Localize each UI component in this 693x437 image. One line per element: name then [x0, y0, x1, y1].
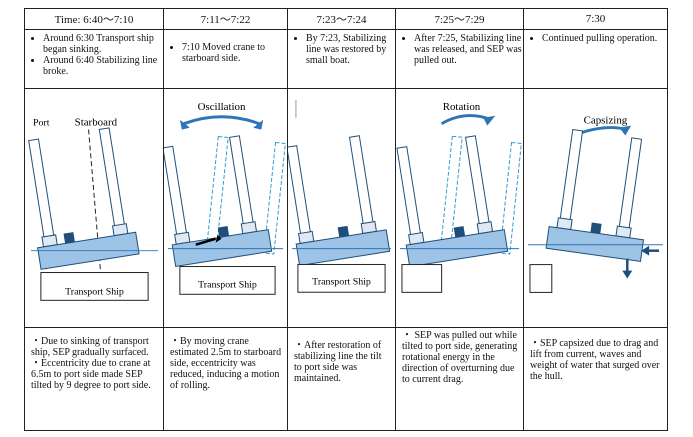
- oscillation-arrowhead-left: [179, 119, 190, 130]
- figure-stage-4: Rotation: [396, 101, 522, 293]
- oscillation-label: Oscillation: [198, 101, 246, 113]
- desc-cell-1: ・Due to sinking of transport ship, SEP g…: [24, 327, 164, 431]
- figure-cell-2: Oscillation: [163, 88, 288, 328]
- crane-move-arrow: [195, 237, 216, 246]
- figure-stage-3: Transport Ship: [288, 100, 392, 293]
- desc-line: ・Due to sinking of transport ship, SEP g…: [31, 336, 149, 358]
- crane-icon: [63, 232, 75, 244]
- time-cell-4: 7:25～7:29: [395, 8, 524, 30]
- port-label: Port: [33, 118, 50, 129]
- crane-icon: [217, 226, 230, 238]
- crane-icon: [337, 225, 350, 238]
- ghost-leg: [499, 141, 522, 255]
- figure-stage-5: Capsizing: [527, 115, 664, 293]
- desc-cell-3: ・After restoration of stabilizing line t…: [287, 327, 396, 431]
- ship-label: Transport Ship: [312, 276, 371, 287]
- rotation-arrowhead: [483, 115, 496, 126]
- timeline-table: Time: 6:40～7:10 7:11～7:22 7:23～7:24 7:25…: [24, 8, 668, 431]
- transport-ship: [401, 264, 443, 293]
- figure-cell-5: Capsizing: [523, 88, 668, 328]
- note-item: Around 6:30 Transport ship began sinking…: [43, 33, 163, 55]
- capsizing-arrowhead: [619, 125, 632, 136]
- note-item: After 7:25, Stabilizing line was release…: [414, 33, 523, 66]
- notes-row: Around 6:30 Transport ship began sinking…: [24, 29, 668, 89]
- desc-cell-4: ・ SEP was pulled out while tilted to por…: [395, 327, 524, 431]
- desc-line: ・By moving crane estimated 2.5m to starb…: [170, 336, 282, 391]
- time-cell-1: Time: 6:40～7:10: [24, 8, 164, 30]
- desc-line: ・Eccentricity due to crane at 6.5m to po…: [31, 358, 151, 391]
- desc-cell-5: ・SEP capsized due to drag and lift from …: [523, 327, 668, 431]
- desc-line: ・ SEP was pulled out while tilted to por…: [402, 330, 518, 385]
- time-cell-5: 7:30: [523, 8, 668, 30]
- time-cell-2: 7:11～7:22: [163, 8, 288, 30]
- figure-cell-1: Port Starboard Transport Ship: [24, 88, 164, 328]
- note-cell-5: Continued pulling operation.: [523, 29, 668, 89]
- crane-move-arrowhead: [215, 234, 222, 243]
- drag-arrowhead: [622, 270, 633, 279]
- note-item: Continued pulling operation.: [542, 33, 667, 44]
- rotation-label: Rotation: [443, 101, 481, 113]
- desc-line: ・After restoration of stabilizing line t…: [294, 340, 382, 384]
- transport-ship: [179, 266, 276, 295]
- figure-row: Port Starboard Transport Ship: [24, 88, 668, 328]
- oscillation-arrow: [183, 115, 260, 126]
- figure-stage-2: Oscillation: [164, 101, 286, 295]
- ship-label: Transport Ship: [198, 279, 257, 290]
- note-cell-3: By 7:23, Stabilizing line was restored b…: [287, 29, 396, 89]
- sep-platform: [28, 127, 140, 270]
- desc-cell-2: ・By moving crane estimated 2.5m to starb…: [163, 327, 288, 431]
- current-arrowhead: [641, 245, 650, 256]
- figure-stage-1: Port Starboard Transport Ship: [28, 117, 159, 301]
- sep-platform: [164, 135, 273, 267]
- rotation-arrow: [440, 114, 492, 125]
- time-row: Time: 6:40～7:10 7:11～7:22 7:23～7:24 7:25…: [24, 8, 668, 30]
- ghost-leg: [263, 141, 286, 255]
- transport-ship: [40, 272, 149, 301]
- capsizing-label: Capsizing: [584, 115, 628, 127]
- sep-platform: [545, 129, 645, 262]
- figure-cell-4: Rotation: [395, 88, 524, 328]
- crane-icon: [453, 226, 466, 238]
- note-cell-4: After 7:25, Stabilizing line was release…: [395, 29, 524, 89]
- oscillation-arrowhead-right: [253, 119, 264, 130]
- crane-icon: [590, 222, 602, 234]
- desc-line: ・SEP capsized due to drag and lift from …: [530, 338, 660, 382]
- transport-ship: [529, 264, 553, 293]
- sep-platform: [288, 135, 391, 267]
- note-item: By 7:23, Stabilizing line was restored b…: [306, 33, 395, 66]
- transport-ship: [297, 263, 386, 293]
- note-item: 7:10 Moved crane to starboard side.: [182, 42, 287, 64]
- starboard-label: Starboard: [75, 117, 118, 129]
- ship-label: Transport Ship: [65, 286, 124, 297]
- note-cell-2: 7:10 Moved crane to starboard side.: [163, 29, 288, 89]
- figure-cell-3: Transport Ship: [287, 88, 396, 328]
- time-cell-3: 7:23～7:24: [287, 8, 396, 30]
- note-item: Around 6:40 Stabilizing line broke.: [43, 55, 163, 77]
- sep-platform: [396, 135, 509, 268]
- note-cell-1: Around 6:30 Transport ship began sinking…: [24, 29, 164, 89]
- description-row: ・Due to sinking of transport ship, SEP g…: [24, 327, 668, 431]
